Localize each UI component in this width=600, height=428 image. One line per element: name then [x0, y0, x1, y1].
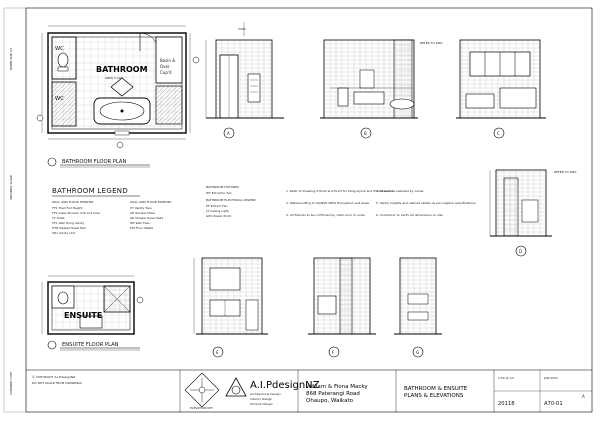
elev-marker-d: [515, 245, 527, 257]
elevation-b: [320, 39, 418, 119]
ref-note-2: REFER TO DRG: [554, 170, 577, 174]
elevation-a: 2400: [205, 22, 284, 119]
company-logo: A.I.PdesignNZ Architectural Design Inter…: [225, 377, 320, 406]
elev-letter-a: A: [227, 131, 230, 136]
svg-text:1. Refer to Drawing A70-02 & A: 1. Refer to Drawing A70-02 & A70-03 for …: [286, 189, 394, 193]
ensuite-room-label: ENSUITE: [64, 311, 102, 320]
elev-marker-a: [223, 127, 235, 139]
legend-col-2: WALL AND FLOOR FINISHES VT Vanity Tops S…: [130, 200, 172, 230]
client-address-2: Ohaupo, Waikato: [306, 398, 354, 404]
svg-text:WALL AND FLOOR FINISHES: WALL AND FLOOR FINISHES: [52, 200, 94, 204]
svg-text:TF1 Tiled Full Height: TF1 Tiled Full Height: [51, 206, 83, 210]
svg-text:Interior Design: Interior Design: [250, 397, 272, 401]
svg-text:WF Wall Tiles: WF Wall Tiles: [130, 221, 150, 225]
svg-text:SH1 Vanity Unit: SH1 Vanity Unit: [52, 231, 76, 235]
sheet-margin: [3, 7, 27, 413]
copyright-note: © COPYRIGHT A.I.PdesignNZ: [32, 375, 75, 379]
svg-text:3. All fixtures to be confirme: 3. All fixtures to be confirmed by clien…: [286, 213, 366, 217]
elevation-f: [308, 257, 376, 335]
margin-text-2: ORIGINAL SCALE: [9, 175, 13, 200]
shower-label: Basin &: [160, 58, 175, 63]
elev-marker-b: [360, 127, 372, 139]
svg-text:5. Vanity heights and cabinet: 5. Vanity heights and cabinet details as…: [376, 201, 476, 205]
date-value: JUN 2021: [543, 376, 558, 380]
margin-text-3: CONSENT COPY: [9, 371, 13, 395]
ref-note-1: REFER TO DRG: [420, 41, 443, 45]
svg-text:LT Ceiling Light: LT Ceiling Light: [206, 209, 230, 213]
shower-label-2: Over: [160, 64, 170, 69]
elev-letter-b: B: [364, 131, 367, 136]
svg-text:2. Waterproofing to AS/NZS 485: 2. Waterproofing to AS/NZS 4858 througho…: [286, 201, 370, 205]
elev-marker-e: [212, 346, 224, 358]
margin-text-1: PAPER SIZE A3: [9, 48, 13, 70]
svg-text:WT Extractor Fan: WT Extractor Fan: [206, 191, 232, 195]
svg-text:ELEVATION KEY: ELEVATION KEY: [190, 406, 213, 410]
elevation-c: [456, 39, 546, 119]
svg-text:SH Shower Mixer: SH Shower Mixer: [130, 211, 156, 215]
scale-value: 1:50 @ A3: [498, 376, 514, 380]
bathroom-plan-title: BATHROOM FLOOR PLAN: [62, 159, 126, 165]
elevation-e: [193, 257, 268, 335]
job-number: 20118: [498, 401, 515, 407]
svg-text:VT1 Wall Hung Vanity: VT1 Wall Hung Vanity: [52, 221, 84, 225]
elev-letter-d: D: [519, 249, 522, 254]
elevation-key-stamp: ELEVATION KEY: [184, 372, 220, 410]
notes-col-1: 1. Refer to Drawing A70-02 & A70-03 for …: [286, 189, 394, 217]
svg-text:TF2 Glass Shower Unit and Doo: TF2 Glass Shower Unit and Door: [51, 211, 101, 215]
svg-text:VT Vanity Tops: VT Vanity Tops: [130, 206, 152, 210]
svg-text:WALL AND FLOOR FINISHES: WALL AND FLOOR FINISHES: [130, 200, 172, 204]
svg-text:4. Tiles to be selected by own: 4. Tiles to be selected by owner: [376, 189, 425, 193]
bathroom-room-label: BATHROOM: [96, 65, 148, 74]
svg-text:BATHROOM FIXTURES: BATHROOM FIXTURES: [206, 185, 239, 189]
elev-letter-f: F: [332, 350, 335, 355]
client-name: William & Fiona Macky: [306, 384, 368, 390]
svg-text:SD Shower Rose Head: SD Shower Rose Head: [130, 216, 163, 220]
logo-name: A.I.PdesignNZ: [250, 380, 320, 391]
legend-col-1: WALL AND FLOOR FINISHES TF1 Tiled Full H…: [51, 200, 101, 235]
ensuite-plan-title: ENSUITE FLOOR PLAN: [62, 342, 119, 348]
svg-text:GPO Power Point: GPO Power Point: [206, 214, 232, 218]
svg-text:T1 Toilet: T1 Toilet: [51, 216, 65, 220]
bathroom-area-label: AREA 5.2m²: [105, 76, 124, 80]
wc-label-1: WC: [55, 46, 64, 52]
elev-marker-f: [328, 346, 340, 358]
svg-text:2400: 2400: [238, 27, 246, 31]
elev-letter-e: E: [216, 350, 219, 355]
elevation-d: [489, 169, 552, 237]
elev-marker-c: [493, 127, 505, 139]
legend-title: BATHROOM LEGEND: [52, 187, 128, 195]
elev-marker-g: [412, 346, 424, 358]
wc-label-2: WC: [55, 96, 64, 102]
bathroom-floor-plan: WC WC Basin & Over Cup'd BATHROOM AREA 5…: [36, 25, 200, 149]
legend-col-3: BATHROOM FIXTURES WT Extractor Fan BATHR…: [206, 185, 256, 218]
elev-letter-g: G: [416, 350, 419, 355]
client-address-1: 868 Paterangi Road: [306, 391, 360, 397]
drawing-title-2: PLANS & ELEVATIONS: [404, 393, 464, 399]
ensuite-floor-plan: ENSUITE: [41, 275, 144, 335]
elev-letter-c: C: [497, 131, 500, 136]
sheet-number: A70-01: [544, 401, 563, 407]
shower-label-3: Cup'd: [160, 70, 172, 75]
svg-text:FW Floor Waste: FW Floor Waste: [130, 226, 153, 230]
svg-text:EF Extract Fan: EF Extract Fan: [206, 204, 228, 208]
svg-text:6. Contractor to verify all di: 6. Contractor to verify all dimensions o…: [376, 213, 443, 217]
notes-col-2: 4. Tiles to be selected by owner 5. Vani…: [376, 189, 476, 217]
svg-text:Architectural Design: Architectural Design: [250, 392, 281, 396]
plan-title-marker-2: [47, 340, 57, 350]
svg-text:Product Design: Product Design: [250, 402, 273, 406]
drawing-title-1: BATHROOM & ENSUITE: [404, 386, 468, 392]
revision: A: [582, 394, 585, 399]
svg-text:HTR Heated Towel Rail: HTR Heated Towel Rail: [52, 226, 86, 230]
elevation-g: [394, 257, 442, 335]
copyright-note-2: DO NOT SCALE FROM DRAWINGS: [32, 381, 82, 385]
svg-text:BATHROOM ELECTRICAL LEGEND: BATHROOM ELECTRICAL LEGEND: [206, 198, 256, 202]
plan-title-marker-1: [47, 157, 57, 167]
